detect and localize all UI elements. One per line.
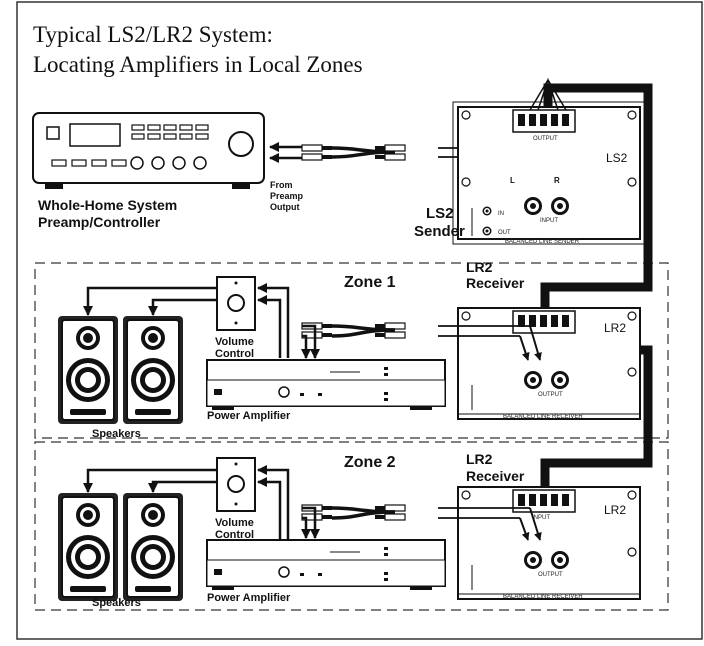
ls2-l-label: L: [510, 176, 515, 185]
zone-2-amplifier-label: Power Amplifier: [207, 592, 291, 604]
ls2-label-1: LS2: [426, 205, 454, 222]
zone-2-title: Zone 2: [344, 454, 396, 471]
preamp-output-3: Output: [270, 202, 300, 212]
zone-2-receiver-badge: LR2: [604, 503, 626, 517]
zone-1-amplifier-label: Power Amplifier: [207, 410, 291, 422]
zone-1-volume-2: Control: [215, 348, 254, 360]
zone-1-receiver-panel: OUTPUT BALANCED LINE RECEIVER LR2: [457, 307, 641, 420]
zone-2-volume-1: Volume: [215, 517, 254, 529]
zone-2-receiver-panel: INPUT OUTPUT BALANCED LINE RECEIVER LR2: [457, 486, 641, 600]
zone-2-receiver-label-1: LR2: [466, 451, 493, 467]
zone-1-receiver-label-2: Receiver: [466, 275, 525, 291]
outer-border: [16, 1, 703, 640]
zone-1-receiver-footer: BALANCED LINE RECEIVER: [503, 414, 583, 420]
ls2-output-label: OUTPUT: [533, 136, 558, 142]
ls2-in-label: IN: [498, 211, 504, 217]
zone-2-cables: [83, 465, 542, 541]
title-line-2: Locating Amplifiers in Local Zones: [33, 52, 363, 77]
zone-1-box: [34, 262, 669, 439]
zone-2-speakers-label: Speakers: [92, 597, 141, 609]
preamp-label-2: Preamp/Controller: [38, 214, 161, 230]
zone-1-title: Zone 1: [344, 274, 396, 291]
preamp-label-1: Whole-Home System: [38, 197, 177, 213]
ls2-out-label: OUT: [498, 230, 511, 236]
zone-2-receiver-label-2: Receiver: [466, 468, 525, 484]
zone-1-cables: [83, 283, 542, 361]
zone-1-power-amplifier: [206, 359, 446, 410]
zone-1-output-label: OUTPUT: [538, 392, 563, 398]
zone-1-receiver-label-1: LR2: [466, 259, 493, 275]
zone-1-speaker-right: [122, 315, 184, 425]
zone-2-volume-control: [216, 457, 256, 512]
zone-2-receiver-footer: BALANCED LINE RECEIVER: [503, 594, 583, 600]
preamp-output-2: Preamp: [270, 191, 304, 201]
zone-2-input-label: INPUT: [532, 515, 550, 521]
zone-1-volume-control: [216, 276, 256, 331]
zone-2-volume-2: Control: [215, 529, 254, 541]
ls2-label-2: Sender: [414, 223, 465, 240]
zone-1-receiver-badge: LR2: [604, 321, 626, 335]
title-line-1: Typical LS2/LR2 System:: [33, 22, 273, 47]
zone-2-speaker-right: [122, 492, 184, 602]
zone-1-volume-1: Volume: [215, 336, 254, 348]
ls2-badge: LS2: [606, 151, 628, 165]
ls2-footer: BALANCED LINE SENDER: [505, 239, 580, 245]
zone-2-output-label: OUTPUT: [538, 572, 563, 578]
zone-2-speaker-left: [57, 492, 119, 602]
preamp-output-1: From: [270, 180, 293, 190]
zone-1-speaker-left: [57, 315, 119, 425]
ls2-sender-panel: OUTPUT L R INPUT IN OUT BALANCED LINE SE…: [452, 101, 646, 245]
ls2-r-label: R: [554, 176, 560, 185]
ls2-input-label: INPUT: [540, 218, 558, 224]
zone-1-speakers-label: Speakers: [92, 428, 141, 440]
preamp-controller: [32, 112, 265, 189]
zone-2-power-amplifier: [206, 539, 446, 590]
